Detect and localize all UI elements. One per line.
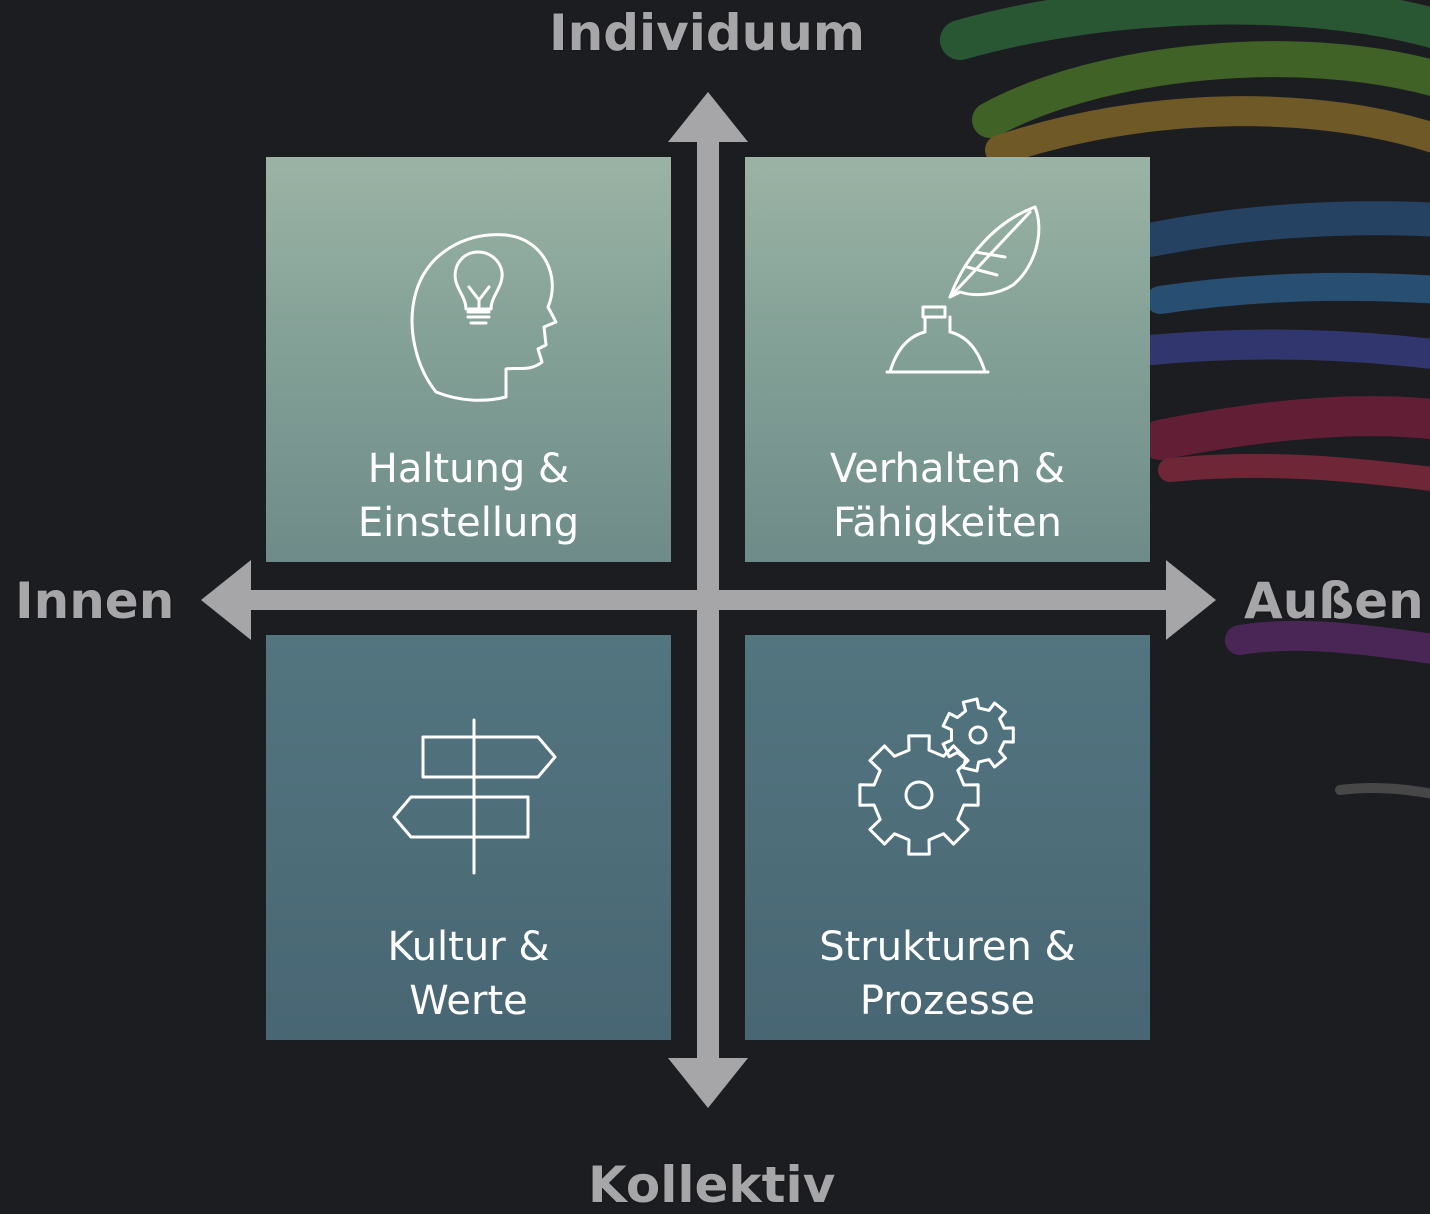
quadrant-label: Kultur & Werte	[266, 920, 671, 1028]
quadrant-label: Verhalten & Fähigkeiten	[745, 442, 1150, 550]
axis-label-top: Individuum	[549, 4, 865, 62]
quadrant-label-line1: Kultur &	[387, 924, 550, 970]
axis-label-right: Außen	[1244, 572, 1424, 630]
axis-label-left: Innen	[15, 572, 175, 630]
quadrant-label-line2: Einstellung	[357, 500, 580, 546]
quill-inkwell-icon	[885, 205, 1041, 374]
horizontal-axis-line	[246, 590, 1170, 610]
arrow-left-icon	[201, 560, 251, 640]
quadrant-structures: Strukturen & Prozesse	[745, 635, 1150, 1040]
quadrant-culture: Kultur & Werte	[266, 635, 671, 1040]
quadrant-label-line2: Prozesse	[859, 978, 1036, 1024]
arrow-down-icon	[668, 1058, 748, 1108]
quadrant-label-line1: Verhalten &	[829, 446, 1066, 492]
gear-outline	[858, 734, 980, 856]
quadrant-label-line1: Haltung &	[367, 446, 570, 492]
gears-icon	[858, 697, 1015, 856]
quadrant-behavior: Verhalten & Fähigkeiten	[745, 157, 1150, 562]
quadrant-label-line2: Werte	[409, 978, 528, 1024]
quadrant-label: Strukturen & Prozesse	[745, 920, 1150, 1028]
quadrant-label-line2: Fähigkeiten	[833, 500, 1062, 546]
head-lightbulb-icon	[410, 233, 558, 402]
quadrant-label: Haltung & Einstellung	[266, 442, 671, 550]
signpost-icon	[392, 718, 557, 875]
quadrant-label-line1: Strukturen &	[819, 924, 1076, 970]
quadrant-attitude: Haltung & Einstellung	[266, 157, 671, 562]
axis-label-bottom: Kollektiv	[588, 1156, 836, 1214]
arrow-right-icon	[1166, 560, 1216, 640]
gear-outline	[941, 697, 1015, 773]
vertical-axis-line	[697, 138, 719, 1062]
arrow-up-icon	[668, 92, 748, 142]
